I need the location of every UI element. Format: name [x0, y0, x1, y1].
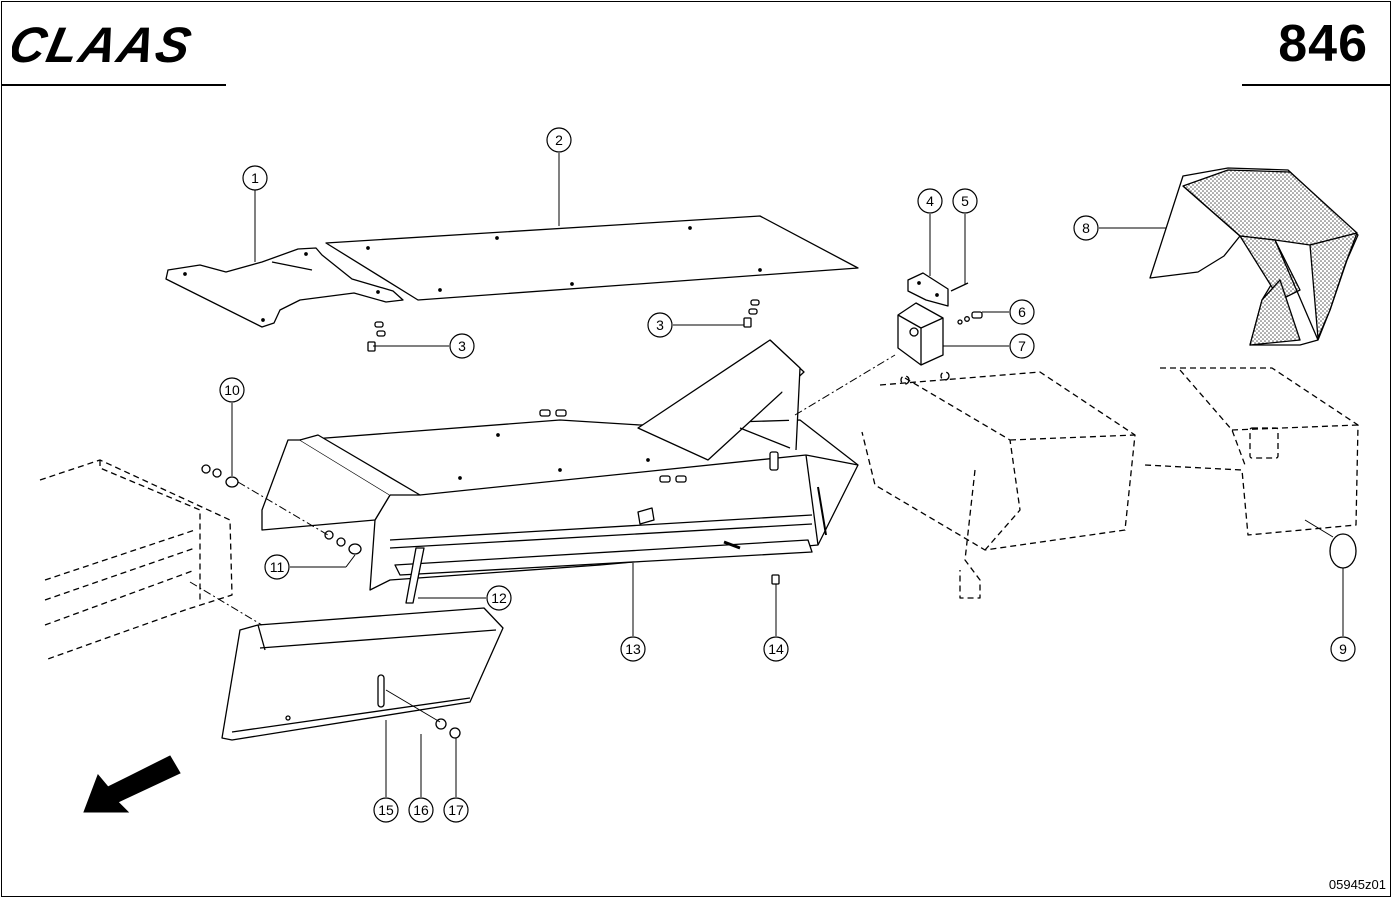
part-2-cover-plate	[325, 215, 859, 301]
travel-direction-arrow-icon	[83, 755, 181, 813]
callout-14: 14	[763, 636, 789, 662]
part-12-strip	[405, 547, 425, 604]
callout-16: 16	[408, 797, 434, 823]
callout-13: 13	[620, 636, 646, 662]
svg-text:12: 12	[491, 590, 507, 606]
drawing-code: 05945z01	[1328, 877, 1386, 892]
svg-text:5: 5	[961, 193, 969, 209]
callouts: 1 2 3 3 4 5 6 7 8 9 10 11 12 13 14 15 16…	[219, 127, 1356, 823]
part-15-lower-cover	[221, 607, 504, 741]
adjacent-body-left	[39, 459, 233, 661]
part-3-bolt-set-left	[367, 321, 386, 352]
brand-logo-text: CLAAS	[12, 17, 198, 73]
part-17-nut	[449, 727, 461, 739]
leader-lines	[231, 153, 1344, 797]
part-14-bolt	[771, 574, 780, 585]
callout-11: 11	[264, 554, 290, 580]
svg-text:16: 16	[413, 802, 429, 818]
svg-text:8: 8	[1082, 220, 1090, 236]
adjacent-assembly-middle	[861, 371, 1136, 599]
brand-logo: CLAAS	[12, 16, 238, 78]
adjacent-assembly-right	[1144, 367, 1359, 536]
callout-12: 12	[486, 585, 512, 611]
callout-6: 6	[1009, 299, 1035, 325]
svg-text:10: 10	[224, 382, 240, 398]
svg-text:2: 2	[555, 132, 563, 148]
part-13-main-housing	[261, 409, 859, 591]
svg-text:6: 6	[1018, 304, 1026, 320]
callout-15: 15	[373, 797, 399, 823]
part-13-chute	[637, 339, 805, 471]
callout-2: 2	[546, 127, 572, 153]
svg-text:9: 9	[1339, 641, 1347, 657]
callout-3-right: 3	[647, 312, 673, 338]
svg-text:14: 14	[768, 641, 784, 657]
callout-5: 5	[952, 188, 978, 214]
svg-text:3: 3	[656, 317, 664, 333]
svg-text:4: 4	[926, 193, 934, 209]
callout-1: 1	[242, 165, 268, 191]
svg-text:7: 7	[1018, 338, 1026, 354]
part-11-fasteners	[324, 530, 362, 555]
part-1-side-plate	[165, 247, 404, 328]
part-5-screw	[950, 282, 969, 292]
callout-4: 4	[917, 188, 943, 214]
part-10-fasteners	[201, 464, 239, 488]
callout-8: 8	[1073, 215, 1099, 241]
part-4-small-plate	[907, 272, 949, 307]
svg-text:15: 15	[378, 802, 394, 818]
callout-3-left: 3	[449, 333, 475, 359]
assembly-lines	[189, 354, 896, 626]
part-3-bolt-set-right	[743, 299, 760, 328]
part-7-block	[897, 302, 944, 366]
callout-9: 9	[1330, 636, 1356, 662]
svg-text:1: 1	[251, 170, 259, 186]
svg-text:11: 11	[270, 559, 285, 575]
page-number: 846	[1278, 15, 1368, 73]
part-6-fasteners	[957, 311, 983, 325]
part-8-guard-hood	[1149, 167, 1359, 346]
callout-17: 17	[443, 797, 469, 823]
svg-text:13: 13	[625, 641, 641, 657]
part-9-cap	[1329, 533, 1357, 569]
callout-10: 10	[219, 377, 245, 403]
svg-text:17: 17	[448, 802, 464, 818]
callout-7: 7	[1009, 333, 1035, 359]
svg-text:3: 3	[458, 338, 466, 354]
